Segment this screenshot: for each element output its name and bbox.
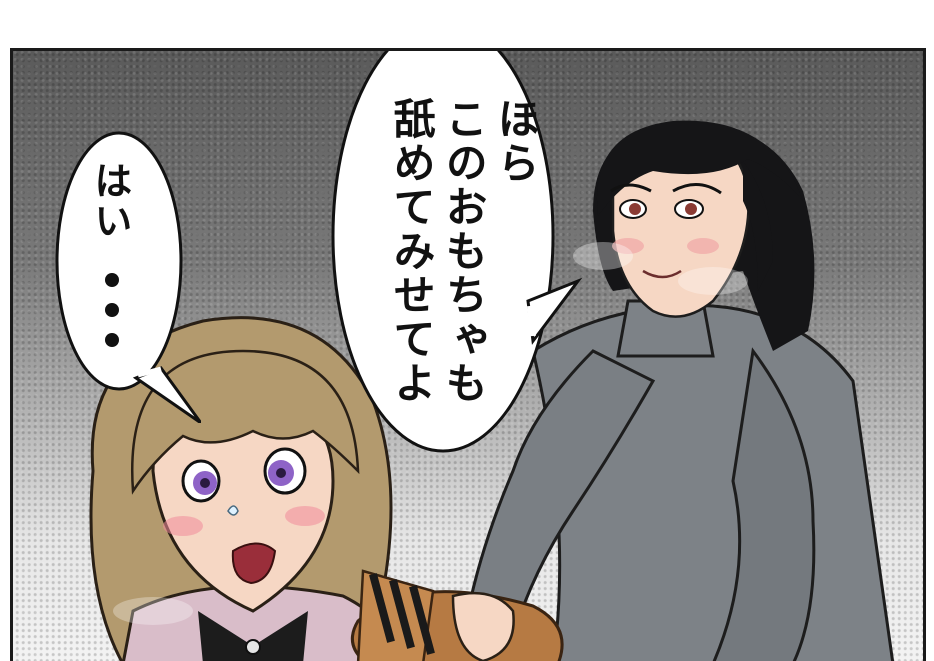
bubble-right-line-2: このおもちゃも <box>439 97 489 405</box>
bubble-right-shape <box>331 51 583 453</box>
ellipsis-dot <box>105 303 119 317</box>
bubble-left-shape <box>55 131 201 423</box>
manga-panel: はい ほら このおもちゃも 舐めてみせてよ <box>10 48 926 661</box>
panel-artwork <box>89 120 895 661</box>
speech-bubble-right: ほら このおもちゃも 舐めてみせてよ <box>331 51 583 453</box>
kneeling-girl-figure <box>89 316 404 661</box>
speech-bubble-left: はい <box>51 131 201 423</box>
bubble-right-line-1: ほら <box>491 97 541 185</box>
toy-and-hand <box>350 569 564 661</box>
bubble-left-text: はい <box>87 161 132 241</box>
standing-woman-figure <box>466 120 895 661</box>
ellipsis-dot <box>105 273 119 287</box>
bubble-right-line-3: 舐めてみせてよ <box>387 97 437 405</box>
ellipsis-dot <box>105 333 119 347</box>
bubble-left-ellipsis <box>105 273 119 347</box>
